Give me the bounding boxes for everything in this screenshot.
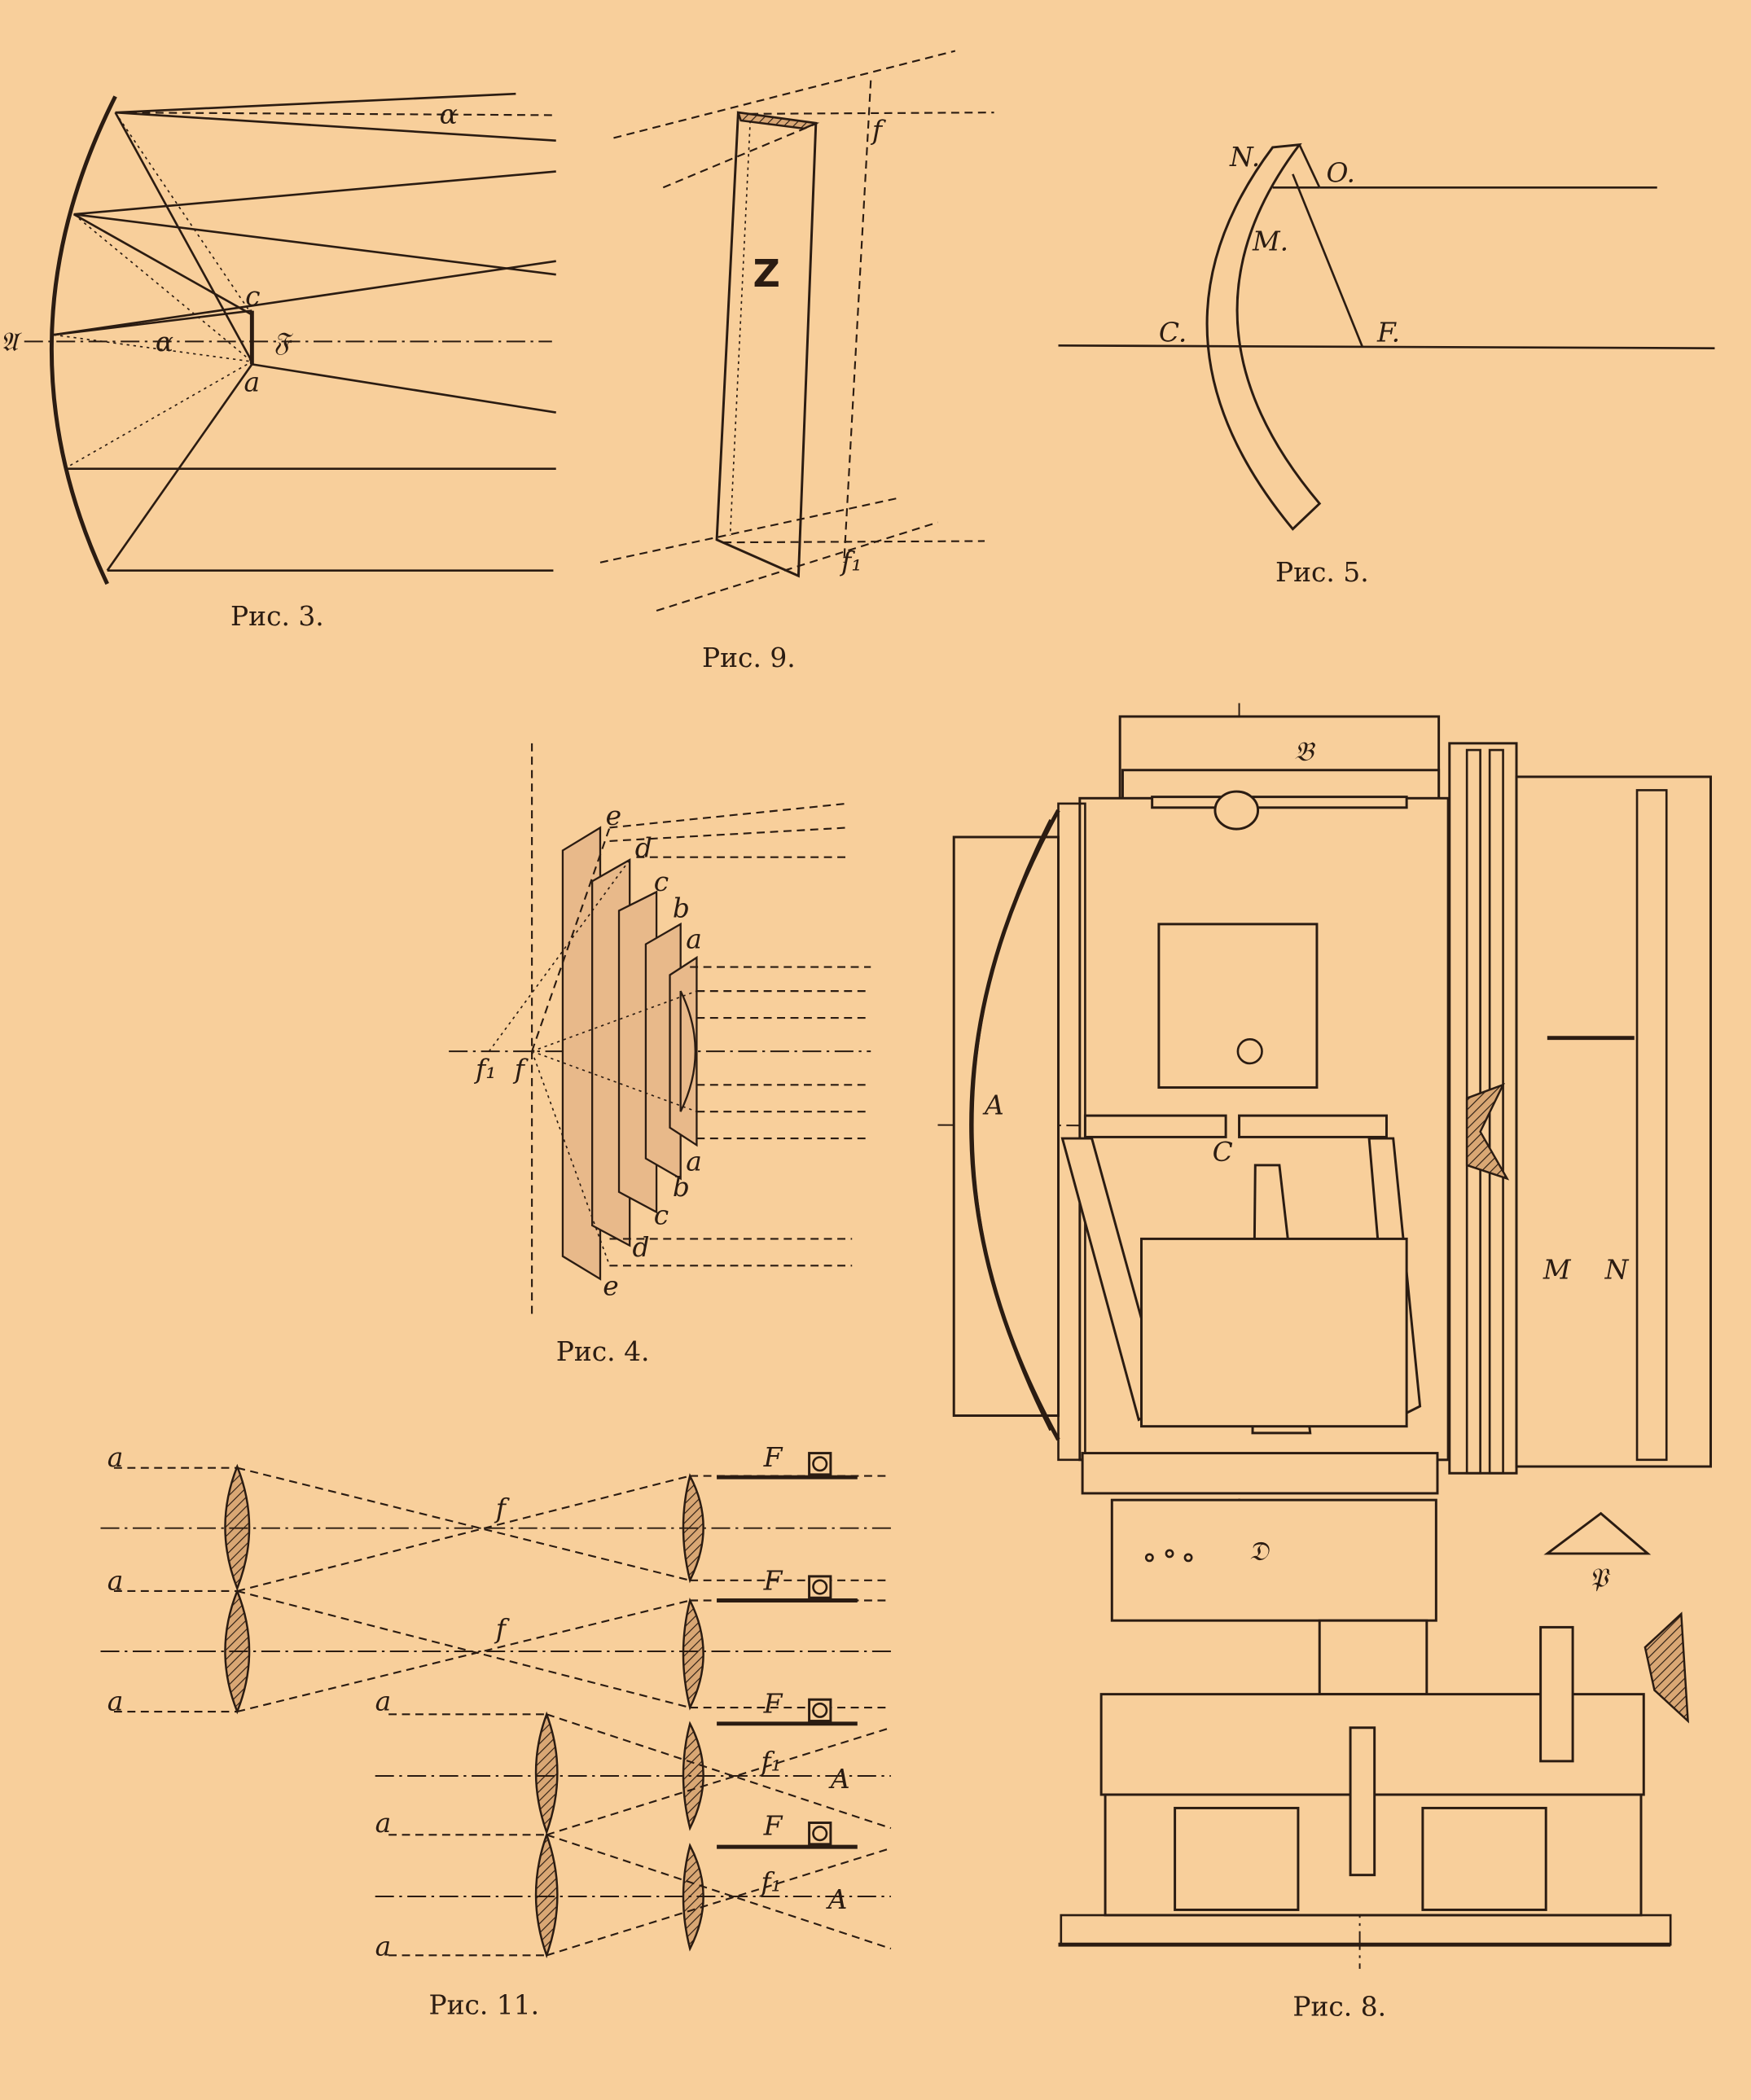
label-f: f — [512, 1053, 529, 1085]
label-B: 𝔅 — [1294, 735, 1316, 767]
label-e: e — [606, 800, 621, 831]
label-b: b — [673, 1171, 690, 1203]
carbon-rod-left — [1083, 1114, 1227, 1138]
label-f: f — [494, 1613, 511, 1645]
caption: Рис. 5. — [1275, 556, 1369, 588]
label-F: F — [763, 1688, 783, 1720]
label-D: 𝔇 — [1249, 1535, 1270, 1567]
label-a: a — [244, 366, 260, 397]
label-a: a — [686, 923, 702, 954]
labels-top: e d c b a — [606, 800, 702, 954]
label-a: a — [686, 1146, 702, 1177]
prism-z — [715, 111, 818, 578]
label-C: C — [1213, 1136, 1233, 1168]
label-A: A — [828, 1763, 850, 1795]
label-f1: f₁ — [839, 546, 862, 577]
label-a: a — [375, 1807, 392, 1839]
label-a: a — [108, 1685, 124, 1716]
label-e: e — [603, 1269, 618, 1301]
label-c: c — [654, 1199, 669, 1230]
lens-rings — [561, 826, 698, 1281]
label-N: N. — [1229, 141, 1260, 173]
caption: Рис. 4. — [556, 1335, 650, 1367]
carbon-rod-right — [1238, 1114, 1388, 1138]
right-frame-N — [1515, 775, 1712, 1468]
label-C: C. — [1159, 316, 1187, 348]
label-a: a — [375, 1685, 392, 1716]
label-a: a — [108, 1564, 124, 1596]
label-P: 𝔓 — [1589, 1562, 1611, 1594]
caption: Рис. 9. — [702, 642, 796, 673]
caption: Рис. 3. — [230, 600, 324, 632]
label-d: d — [635, 832, 652, 864]
figure-4-fresnel-lens: e d c b a a b c d e f₁ f Рис. 4. — [449, 743, 871, 1367]
label-M: M. — [1252, 226, 1288, 257]
rays — [53, 92, 556, 572]
labels-bottom: a b c d e — [603, 1146, 702, 1302]
label-Z: Z — [753, 252, 780, 296]
lenses — [224, 1463, 704, 1959]
mirror-arc — [49, 95, 117, 585]
figure-5-mirror-section: N. O. M. C. F. Рис. 5. — [1058, 141, 1715, 588]
caption: Рис. 8. — [1292, 1990, 1386, 2022]
label-f1: f₁ — [758, 1865, 781, 1897]
label-N: N — [1604, 1254, 1630, 1286]
figure-8-searchlight: 𝔅 A C M N 𝔇 𝔓 Рис. 8. — [937, 703, 1712, 2022]
label-a: a — [375, 1930, 392, 1962]
label-F: F — [763, 1809, 783, 1841]
figure-3-parabolic-mirror: 𝔄 α α 𝔉 c a Рис. 3. — [0, 92, 556, 632]
label-M: M — [1543, 1254, 1572, 1286]
label-f: f — [870, 114, 887, 146]
label-alpha: α — [440, 98, 458, 129]
label-c: c — [245, 280, 260, 312]
label-A: A — [982, 1089, 1004, 1120]
label-c: c — [654, 866, 669, 897]
label-f1: f₁ — [473, 1053, 496, 1085]
label-A: A — [826, 1883, 848, 1915]
label-F: F — [763, 1441, 783, 1473]
label-a: a — [108, 1441, 124, 1473]
figure-9-prism: Z f f₁ Рис. 9. — [599, 50, 994, 673]
label-O: O. — [1326, 157, 1354, 189]
label-A: 𝔄 — [0, 326, 22, 357]
rays — [488, 802, 871, 1267]
label-f1: f₁ — [758, 1745, 781, 1777]
label-d: d — [632, 1231, 649, 1263]
label-b: b — [673, 892, 690, 924]
lower-housing-D — [1110, 1498, 1437, 1622]
figure-11-lens-system: a a a a a a f f F F F F f₁ f₁ A A Рис. 1… — [100, 1441, 892, 2021]
label-alpha: α — [156, 326, 173, 357]
label-F: F — [763, 1564, 783, 1596]
filament-boxes — [717, 1452, 858, 1849]
mirror-band — [1205, 142, 1322, 531]
caption: Рис. 11. — [428, 1989, 539, 2021]
label-F: F. — [1376, 316, 1400, 348]
label-f: f — [494, 1493, 511, 1524]
